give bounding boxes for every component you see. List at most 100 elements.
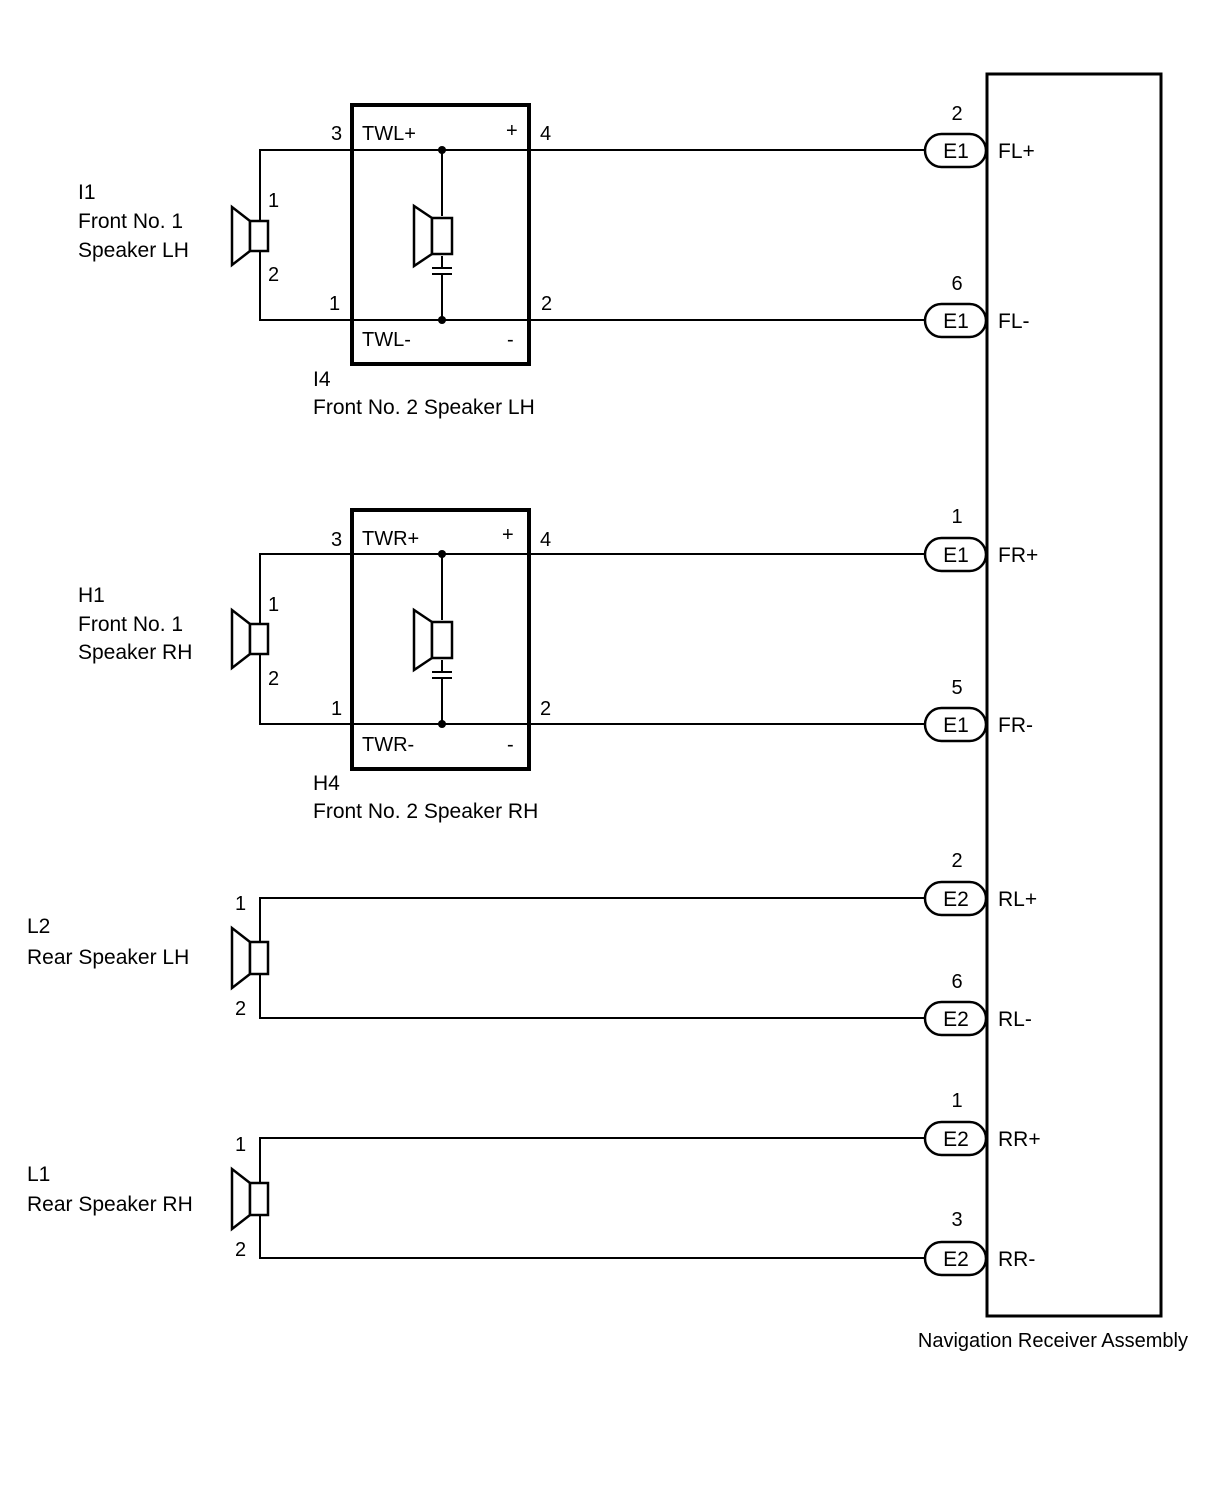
terminal-sign: - — [507, 329, 514, 351]
pin-number: 3 — [331, 529, 342, 551]
rear-lh-group: L2 Rear Speaker LH 1 2 — [27, 893, 925, 1020]
connector-pin: 6 — [951, 971, 962, 993]
pin-number: 4 — [540, 529, 551, 551]
signal-label: RL+ — [998, 888, 1037, 911]
connector: E1 5 FR- — [923, 677, 1033, 743]
speaker-code: L2 — [27, 915, 50, 938]
signal-label: RR- — [998, 1248, 1035, 1271]
terminal-label: TWL- — [362, 329, 411, 351]
connector-pin: 3 — [951, 1209, 962, 1231]
tweeter-name: Front No. 1 — [78, 613, 183, 636]
signal-label: FL+ — [998, 140, 1035, 163]
connector-id: E2 — [943, 1128, 969, 1151]
box-name: Front No. 2 Speaker LH — [313, 396, 535, 419]
junction-dot — [438, 720, 446, 728]
wire-fr-plus — [259, 553, 925, 632]
connector-body — [923, 1000, 988, 1037]
pin-number: 1 — [331, 698, 342, 720]
junction-dot — [438, 550, 446, 558]
pin-number: 1 — [235, 1134, 246, 1156]
speaker-icon — [412, 607, 454, 673]
connector-pin: 2 — [951, 850, 962, 872]
connector-id: E1 — [943, 714, 969, 737]
tweeter-name: Speaker RH — [78, 641, 192, 664]
connector-body — [923, 880, 988, 917]
terminal-label: TWR+ — [362, 528, 419, 550]
terminal-sign: - — [507, 734, 514, 756]
connector-pin: 1 — [951, 1090, 962, 1112]
pin-number: 1 — [329, 293, 340, 315]
connector-id: E2 — [943, 1008, 969, 1031]
connector-pin: 2 — [951, 103, 962, 125]
signal-label: FR- — [998, 714, 1033, 737]
pin-number: 1 — [268, 594, 279, 616]
navigation-receiver-box — [985, 72, 1163, 1318]
terminal-sign: + — [502, 524, 514, 546]
connector-id: E1 — [943, 310, 969, 333]
pin-number: 4 — [540, 123, 551, 145]
connector-pin: 5 — [951, 677, 962, 699]
signal-label: FL- — [998, 310, 1030, 333]
tweeter-code: I1 — [78, 181, 96, 204]
connector-id: E1 — [943, 140, 969, 163]
pin-number: 2 — [541, 293, 552, 315]
connector: E2 2 RL+ — [923, 850, 1037, 917]
signal-label: RR+ — [998, 1128, 1041, 1151]
pin-number: 2 — [235, 998, 246, 1020]
connector-body — [923, 706, 988, 743]
wire-fr-minus — [259, 653, 925, 725]
junction-dot — [438, 146, 446, 154]
box-code: I4 — [313, 368, 331, 391]
pin-number: 2 — [540, 698, 551, 720]
terminal-sign: + — [506, 120, 518, 142]
speaker-icon — [230, 925, 270, 991]
connector-id: E2 — [943, 1248, 969, 1271]
box-name: Front No. 2 Speaker RH — [313, 800, 538, 823]
navigation-receiver-label: Navigation Receiver Assembly — [918, 1330, 1188, 1352]
pin-number: 1 — [268, 190, 279, 212]
connector: E2 6 RL- — [923, 971, 1032, 1037]
speaker-name: Rear Speaker RH — [27, 1193, 193, 1216]
terminal-label: TWR- — [362, 734, 414, 756]
front-rh-group: H1 Front No. 1 Speaker RH 1 2 3 4 1 2 TW… — [78, 508, 925, 823]
pin-number: 2 — [268, 264, 279, 286]
front-lh-group: I1 Front No. 1 Speaker LH 1 2 3 4 1 2 TW… — [78, 103, 925, 419]
tweeter-code: H1 — [78, 584, 105, 607]
wire-rr-minus — [259, 1215, 925, 1259]
rear-rh-group: L1 Rear Speaker RH 1 2 — [27, 1134, 925, 1261]
wire-rr-plus — [259, 1137, 925, 1183]
tweeter-name: Front No. 1 — [78, 210, 183, 233]
speaker-icon — [230, 1166, 270, 1232]
pin-number: 3 — [331, 123, 342, 145]
terminal-label: TWL+ — [362, 123, 416, 145]
wire-fl-minus — [259, 250, 925, 321]
speaker-icon — [230, 607, 270, 671]
pin-number: 2 — [235, 1239, 246, 1261]
front-lh-no2-speaker-box — [350, 103, 531, 366]
connector: E1 6 FL- — [923, 273, 1030, 339]
connector-id: E1 — [943, 544, 969, 567]
front-rh-no2-speaker-box — [350, 508, 531, 771]
pin-number: 1 — [235, 893, 246, 915]
connector: E2 3 RR- — [923, 1209, 1035, 1277]
connector: E2 1 RR+ — [923, 1090, 1041, 1157]
connector-id: E2 — [943, 888, 969, 911]
speaker-icon — [230, 204, 270, 268]
connector-pin: 1 — [951, 506, 962, 528]
signal-label: RL- — [998, 1008, 1032, 1031]
connector-body — [923, 302, 988, 339]
speaker-name: Rear Speaker LH — [27, 946, 189, 969]
box-code: H4 — [313, 772, 340, 795]
pin-number: 2 — [268, 668, 279, 690]
speaker-code: L1 — [27, 1163, 50, 1186]
connector-body — [923, 1120, 988, 1157]
connector-body — [923, 1240, 988, 1277]
speaker-icon — [412, 203, 454, 269]
signal-label: FR+ — [998, 544, 1038, 567]
connector-body — [923, 132, 988, 169]
wire-rl-minus — [259, 974, 925, 1019]
wire-rl-plus — [259, 897, 925, 942]
connector: E1 1 FR+ — [923, 506, 1038, 573]
wire-fl-plus — [259, 149, 925, 229]
